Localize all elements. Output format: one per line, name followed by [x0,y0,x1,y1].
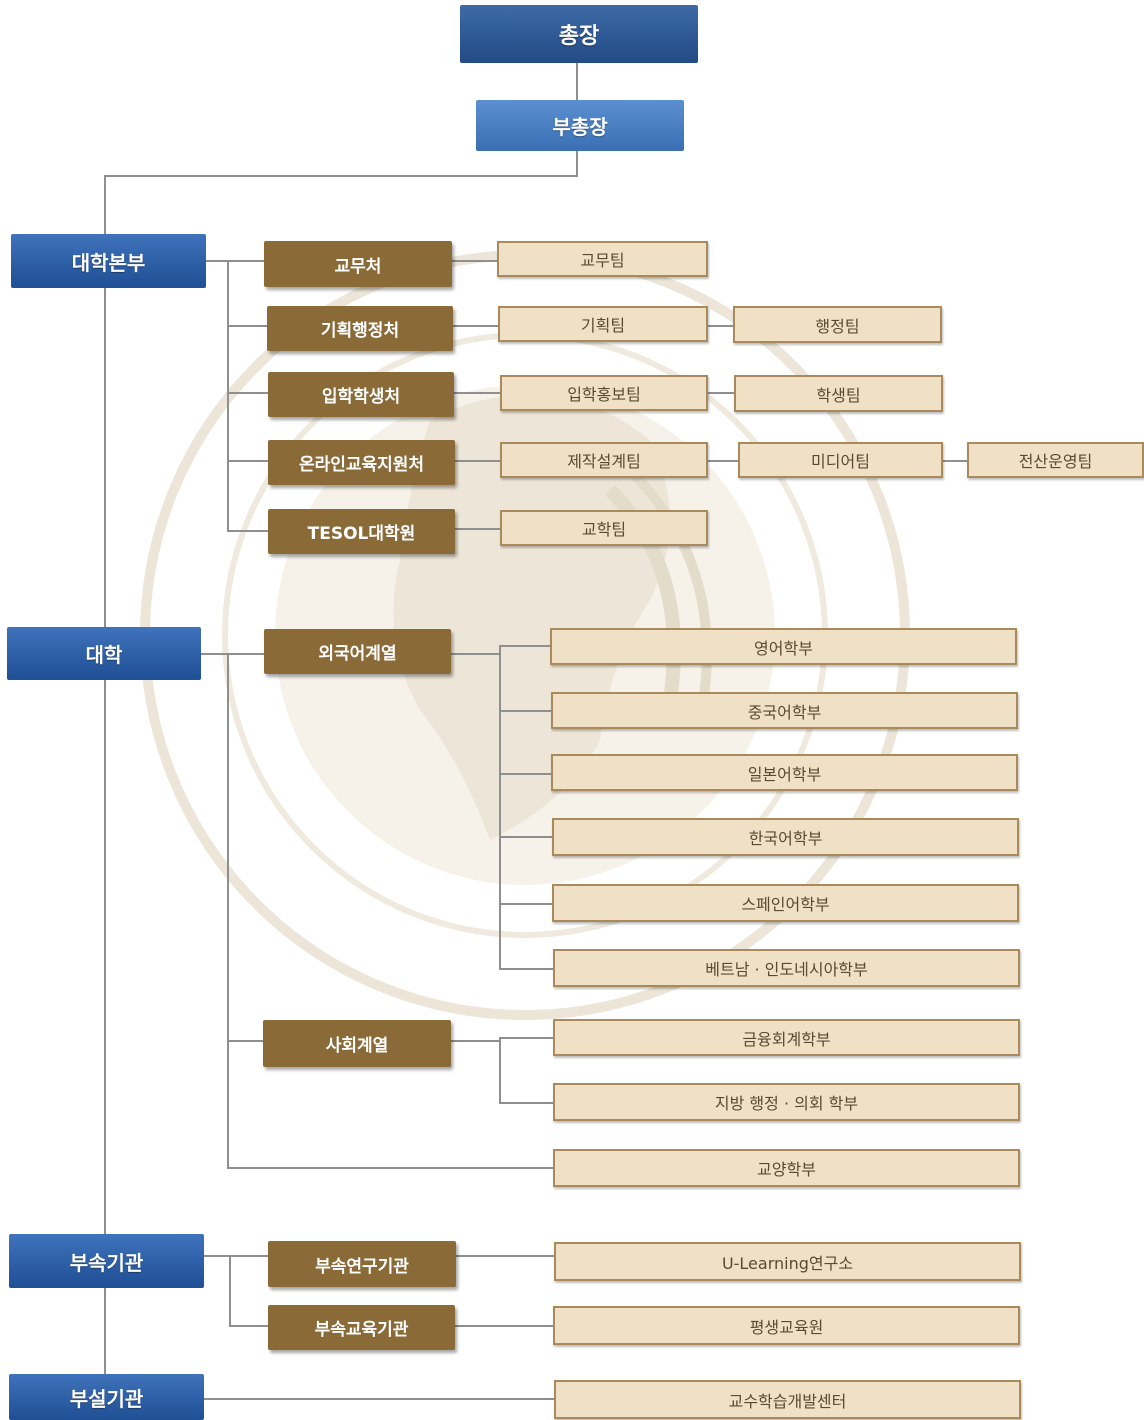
connector [499,645,501,970]
unit-admissions: 입학학생처 [268,372,454,417]
connector [452,260,500,262]
unit-planning: 기획행정처 [267,306,453,351]
team-student: 학생팀 [734,375,943,412]
connector [227,1167,555,1169]
connector [499,968,555,970]
team-media: 미디어팀 [738,442,943,478]
connector [205,260,267,262]
team-production: 제작설계팀 [500,442,708,478]
connector [227,325,269,327]
connector [499,645,552,647]
connector [708,392,736,394]
connector [227,530,269,532]
unit-edu-inst: 부속교육기관 [268,1305,455,1350]
connector [499,773,553,775]
connector [576,150,578,176]
school-chinese: 중국어학부 [551,692,1018,729]
connector [499,903,554,905]
connector [203,1255,270,1257]
connector [227,460,269,462]
connector [455,1325,555,1327]
connector [499,836,554,838]
connector [229,1325,270,1327]
connector [451,653,501,655]
connector [227,653,229,1169]
team-planning: 기획팀 [498,306,708,342]
connector [453,325,501,327]
division-attached: 부설기관 [9,1374,204,1420]
school-local-admin: 지방 행정 · 의회 학부 [553,1083,1020,1121]
unit-social: 사회계열 [263,1020,451,1067]
connector [708,325,735,327]
unit-foreign-lang: 외국어계열 [264,629,451,674]
team-academic-affairs: 교학팀 [500,510,708,546]
connector [200,653,266,655]
connector [227,392,269,394]
connector [104,175,578,177]
connector [104,175,106,1400]
team-admin: 행정팀 [733,306,942,343]
connector [499,1102,555,1104]
unit-academic-affairs: 교무처 [264,241,452,287]
team-it: 전산운영팀 [967,442,1144,478]
school-vietnam-indonesia: 베트남 · 인도네시아학부 [553,949,1020,987]
connector [499,1037,555,1039]
connector [455,460,502,462]
vice-president-box: 부총장 [476,100,684,151]
school-japanese: 일본어학부 [551,754,1018,791]
institute-lifelong: 평생교육원 [553,1306,1020,1345]
connector [203,1398,556,1400]
connector [499,710,553,712]
connector [499,1037,501,1104]
school-korean: 한국어학부 [552,818,1019,856]
connector [227,1040,264,1042]
connector [943,460,969,462]
team-academic: 교무팀 [497,241,708,277]
division-affiliated: 부속기관 [9,1234,204,1288]
center-teaching: 교수학습개발센터 [554,1380,1021,1419]
connector [576,62,578,102]
division-headquarters: 대학본부 [11,234,206,288]
connector [456,1255,556,1257]
connector [455,528,502,530]
school-spanish: 스페인어학부 [552,884,1019,922]
connector [708,460,740,462]
division-college: 대학 [7,627,201,680]
team-admissions-pr: 입학홍보팀 [500,375,708,411]
unit-tesol: TESOL대학원 [268,509,455,554]
school-english: 영어학부 [550,628,1017,665]
institute-u-learning: U-Learning연구소 [554,1242,1021,1281]
unit-online-edu: 온라인교육지원처 [268,440,455,485]
connector [227,260,229,531]
president-box: 총장 [460,5,698,63]
unit-research-inst: 부속연구기관 [268,1241,456,1287]
school-finance-accounting: 금융회계학부 [553,1019,1020,1056]
connector [454,392,502,394]
connector [451,1040,501,1042]
connector [229,1255,231,1327]
school-liberal-arts: 교양학부 [553,1149,1020,1187]
